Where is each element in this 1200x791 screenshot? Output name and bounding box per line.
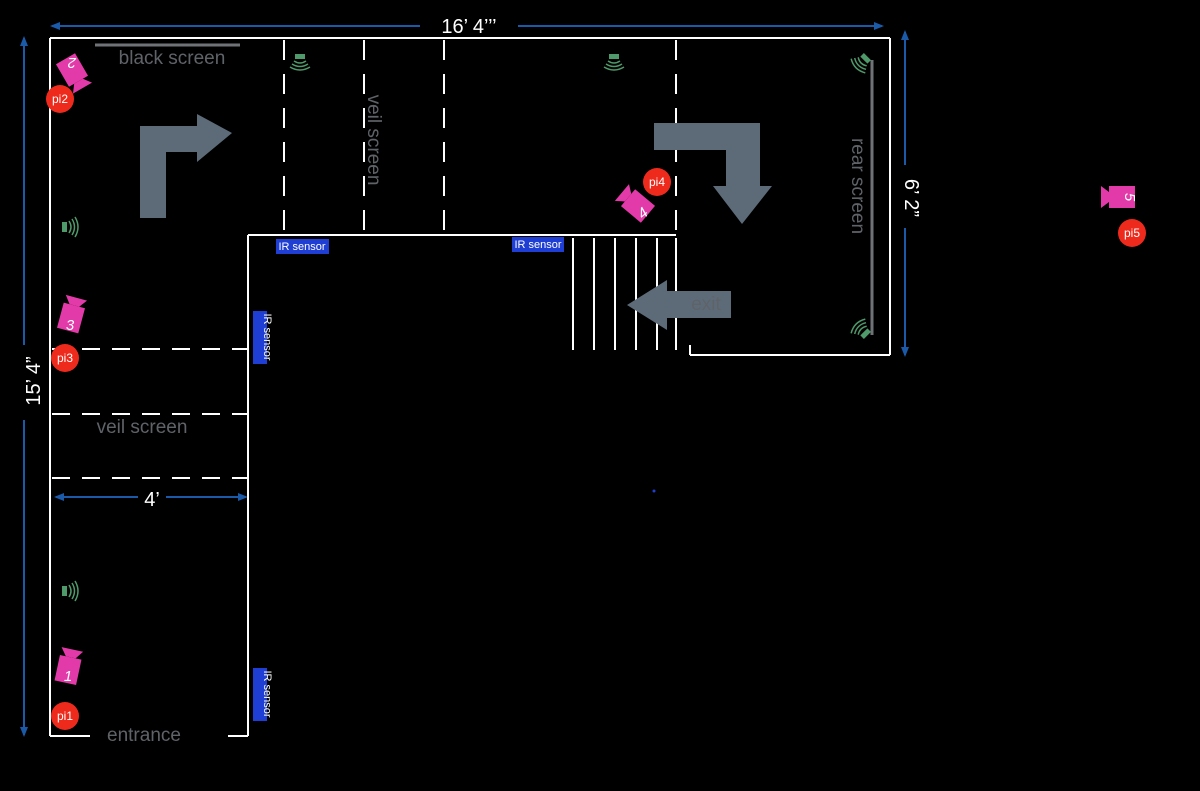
svg-text:3: 3 xyxy=(66,317,75,334)
speaker-icon xyxy=(603,53,625,71)
black-screen-label: black screen xyxy=(119,48,226,69)
pi-badge-3: pi3 xyxy=(51,344,79,372)
dimension-label-width: 16’ 4’’’ xyxy=(441,16,496,38)
dimension-left: 15’ 4” xyxy=(20,36,45,737)
ir-sensor-left-upper: IR sensor xyxy=(253,311,273,364)
camera-2: 2 xyxy=(55,53,93,94)
pi-badge-4: pi4 xyxy=(643,168,671,196)
svg-text:pi1: pi1 xyxy=(57,709,73,723)
svg-text:1: 1 xyxy=(64,668,72,685)
camera-4: 4 xyxy=(614,184,656,223)
svg-text:pi3: pi3 xyxy=(57,351,73,365)
dimension-top: 16’ 4’’’ xyxy=(50,16,884,38)
speaker-icon xyxy=(61,216,79,238)
camera-3: 3 xyxy=(57,294,88,334)
dimension-label-height-right: 6’ 2” xyxy=(900,179,922,217)
svg-text:IR sensor: IR sensor xyxy=(514,239,561,251)
veil-screen-left-lines xyxy=(52,348,248,479)
camera-5: 5 xyxy=(1101,186,1138,208)
direction-arrow-icon xyxy=(654,123,772,224)
svg-text:IR sensor: IR sensor xyxy=(278,241,325,253)
dimension-right: 6’ 2” xyxy=(900,30,922,357)
exit-label: exit xyxy=(691,294,721,315)
pi-badge-5: pi5 xyxy=(1118,219,1146,247)
veil-screen-left-label: veil screen xyxy=(97,417,188,438)
direction-arrow-icon xyxy=(140,114,232,218)
svg-text:pi4: pi4 xyxy=(649,175,665,189)
ir-sensor-left-lower: IR sensor xyxy=(253,668,273,721)
svg-text:pi2: pi2 xyxy=(52,92,68,106)
rear-screen-label: rear screen xyxy=(847,138,868,234)
svg-text:2: 2 xyxy=(67,54,77,71)
ir-sensor-top-left: IR sensor xyxy=(276,239,329,254)
pi-badge-1: pi1 xyxy=(51,702,79,730)
svg-text:pi5: pi5 xyxy=(1124,226,1140,240)
veil-screen-top-label: veil screen xyxy=(363,95,384,186)
pi-badge-2: pi2 xyxy=(46,85,74,113)
svg-text:5: 5 xyxy=(1121,193,1138,202)
entrance-label: entrance xyxy=(107,725,181,746)
speaker-icon xyxy=(61,580,79,602)
stray-dot xyxy=(652,489,656,493)
dimension-label-corridor: 4’ xyxy=(144,489,160,511)
svg-text:IR sensor: IR sensor xyxy=(261,313,273,360)
dimension-label-height-left: 15’ 4” xyxy=(23,356,45,405)
camera-1: 1 xyxy=(54,647,84,686)
ir-sensor-top-right: IR sensor xyxy=(512,237,564,252)
exit-arrow-icon xyxy=(627,280,731,330)
svg-text:IR sensor: IR sensor xyxy=(261,670,273,717)
dimension-corridor: 4’ xyxy=(54,489,248,511)
speaker-icon xyxy=(289,53,311,71)
walls xyxy=(49,37,891,737)
